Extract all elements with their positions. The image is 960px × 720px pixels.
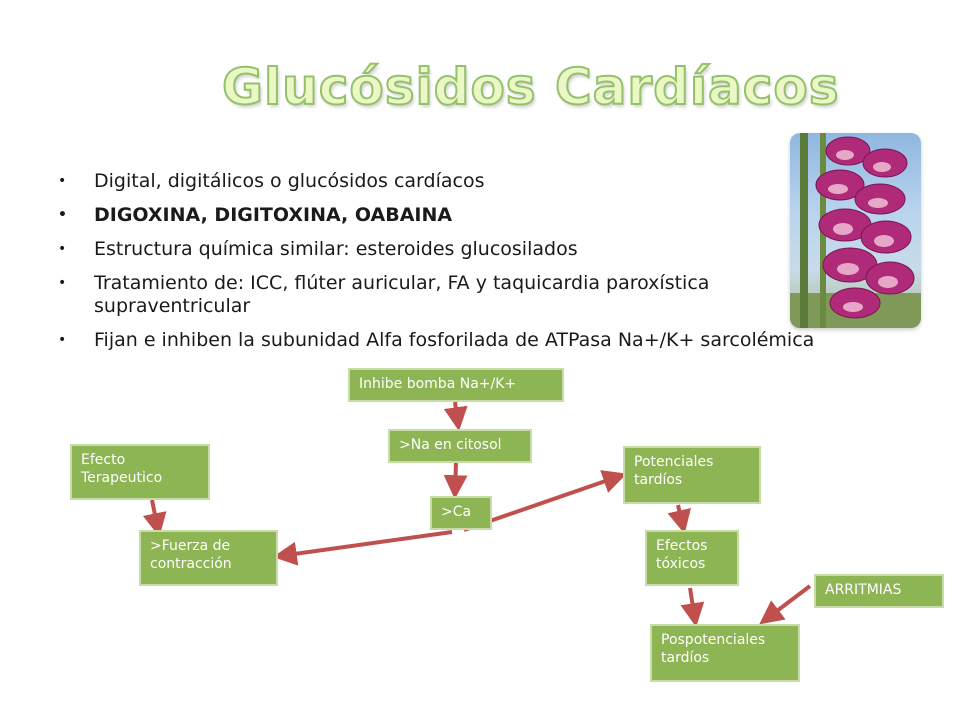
node-efectos-toxicos: Efectos tóxicos xyxy=(645,530,739,586)
node-arritmias: ARRITMIAS xyxy=(814,574,944,608)
arrow-ca-to-fuerza xyxy=(272,530,453,566)
arrow-potenciales-to-toxicos xyxy=(667,504,691,535)
bullet-item: •DIGOXINA, DIGITOXINA, OABAINA xyxy=(58,204,453,226)
bullet-list: •Digital, digitálicos o glucósidos cardí… xyxy=(58,170,938,363)
arrow-arritmias-to-pospotenciales xyxy=(759,584,812,625)
node-fuerza-contraccion: >Fuerza de contracción xyxy=(139,530,278,586)
node-pospotenciales-tardios: Pospotenciales tardíos xyxy=(650,624,800,682)
node-ca: >Ca xyxy=(430,496,492,530)
node-potenciales-tardios: Potenciales tardíos xyxy=(623,446,761,504)
arrow-na-to-ca xyxy=(443,462,468,500)
arrow-toxicos-to-pospotenciales xyxy=(680,587,705,628)
node-na-citosol: >Na en citosol xyxy=(388,429,532,463)
bullet-item: •Tratamiento de: ICC, flúter auricular, … xyxy=(58,272,710,317)
bullet-item: •Estructura química similar: esteroides … xyxy=(58,238,578,260)
node-inhibe-bomba: Inhibe bomba Na+/K+ xyxy=(348,368,564,402)
node-efecto-terapeutico: Efecto Terapeutico xyxy=(70,444,210,500)
bullet-item: •Digital, digitálicos o glucósidos cardí… xyxy=(58,170,485,192)
arrow-inhibe-to-na xyxy=(443,401,468,432)
slide-title: Glucósidos Cardíacos xyxy=(221,57,840,117)
bullet-item: •Fijan e inhiben la subunidad Alfa fosfo… xyxy=(58,329,815,351)
arrow-terapeutico-to-fuerza xyxy=(142,499,167,538)
foxglove-flower-photo xyxy=(790,133,921,328)
